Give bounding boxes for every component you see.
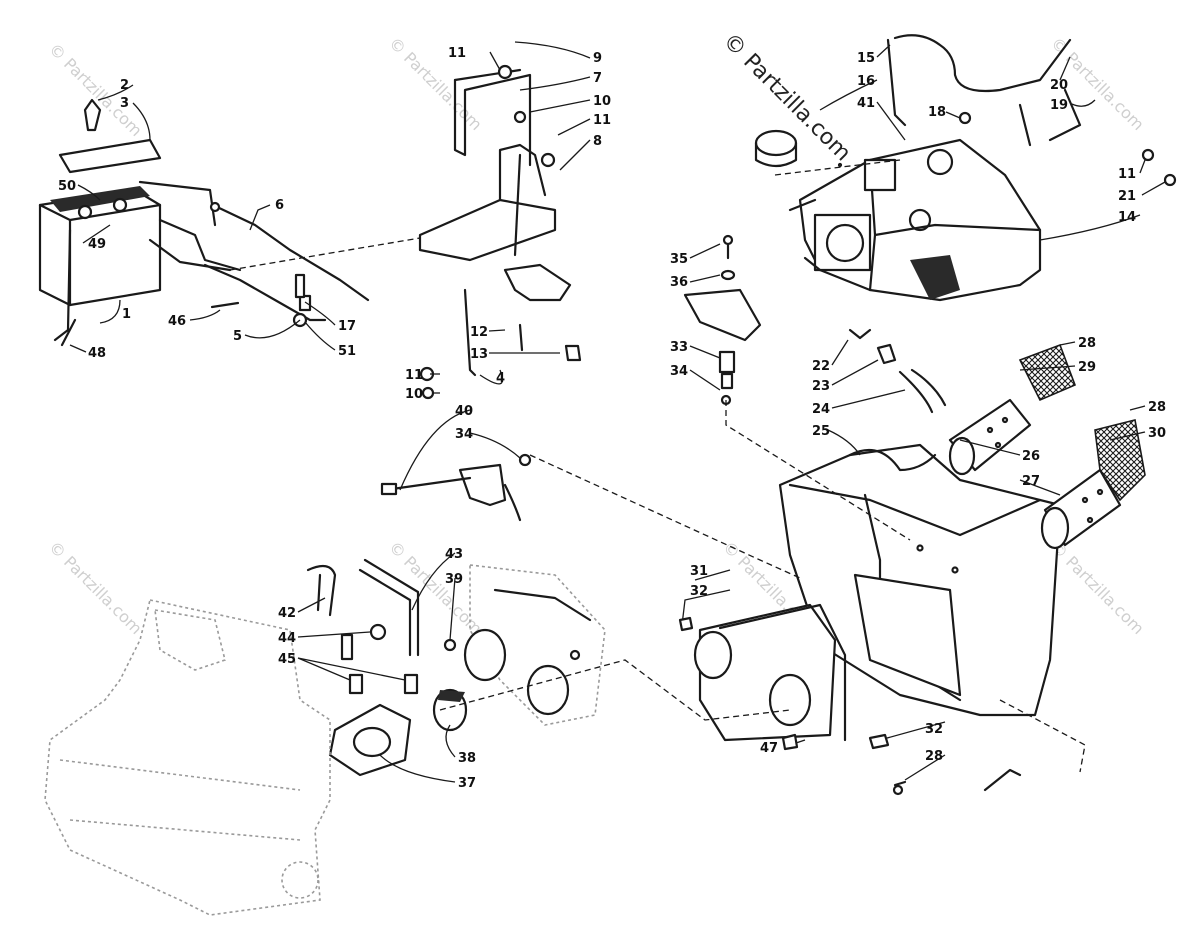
callout-11-c: 11 <box>405 368 423 383</box>
callout-3: 3 <box>120 96 129 111</box>
carb-clamp <box>432 688 468 732</box>
intake-screen-30 <box>1094 419 1146 502</box>
callout-27: 27 <box>1022 474 1040 489</box>
engine-block <box>44 599 331 916</box>
callout-42: 42 <box>278 606 296 621</box>
callout-49: 49 <box>88 237 106 252</box>
callout-34-b: 34 <box>455 427 473 442</box>
bracket-alignment-line <box>229 237 421 271</box>
callout-37: 37 <box>458 776 476 791</box>
carb-flange <box>328 703 412 777</box>
oil-hose-fittings <box>848 328 947 414</box>
callout-12: 12 <box>470 325 488 340</box>
callout-34-a: 34 <box>670 364 688 379</box>
impulse-hoses <box>306 558 457 695</box>
callout-47: 47 <box>760 741 778 756</box>
callout-labels: 1 2 3 50 49 48 46 5 6 17 51 11 9 7 10 11… <box>58 46 1166 791</box>
callout-1: 1 <box>122 307 131 322</box>
carburetor-assembly <box>463 564 606 726</box>
callout-18: 18 <box>928 105 946 120</box>
callout-40: 40 <box>455 404 473 419</box>
callout-11-b: 11 <box>593 113 611 128</box>
alignment-line <box>725 400 911 541</box>
callout-5: 5 <box>233 329 242 344</box>
callout-28-a: 28 <box>1078 336 1096 351</box>
watermark-tile: © Partzilla.com <box>1047 537 1148 638</box>
callout-22: 22 <box>812 359 830 374</box>
air-silencer-box <box>778 443 1062 717</box>
callout-44: 44 <box>278 631 296 646</box>
leader-lines <box>69 41 1166 783</box>
callout-28-b: 28 <box>1148 400 1166 415</box>
callout-21: 21 <box>1118 189 1136 204</box>
callout-11-d: 11 <box>1118 167 1136 182</box>
callout-51: 51 <box>338 344 356 359</box>
battery-bracket <box>418 64 582 400</box>
callout-46: 46 <box>168 314 186 329</box>
callout-23: 23 <box>812 379 830 394</box>
callout-32-a: 32 <box>690 584 708 599</box>
callout-29: 29 <box>1078 360 1096 375</box>
callout-17: 17 <box>338 319 356 334</box>
callout-43: 43 <box>445 547 463 562</box>
callout-13: 13 <box>470 347 488 362</box>
callout-6: 6 <box>275 198 284 213</box>
alignment-line <box>999 699 1086 773</box>
intake-adapter <box>693 603 847 742</box>
watermark-tile: © Partzilla.com <box>385 537 486 638</box>
callout-8: 8 <box>593 134 602 149</box>
callout-50: 50 <box>58 179 76 194</box>
watermark-tile: © Partzilla.com <box>45 537 146 638</box>
callout-24: 24 <box>812 402 830 417</box>
callout-36: 36 <box>670 275 688 290</box>
callout-32-b: 32 <box>925 722 943 737</box>
callout-4: 4 <box>496 371 505 386</box>
callout-48: 48 <box>88 346 106 361</box>
watermark-tile: © Partzilla.com <box>385 33 486 134</box>
callout-11-a: 11 <box>448 46 466 61</box>
callout-38: 38 <box>458 751 476 766</box>
oil-fill-cap <box>754 129 798 168</box>
callout-33: 33 <box>670 340 688 355</box>
callout-28-c: 28 <box>925 749 943 764</box>
callout-10-b: 10 <box>405 387 423 402</box>
alignment-line <box>774 159 901 176</box>
oil-line-fitting <box>886 34 1177 187</box>
battery-cable-assembly <box>203 201 370 328</box>
callout-16: 16 <box>857 74 875 89</box>
battery-assembly <box>38 98 242 347</box>
intake-tube-27 <box>1040 468 1122 550</box>
callout-19: 19 <box>1050 98 1068 113</box>
callout-15: 15 <box>857 51 875 66</box>
callout-9: 9 <box>593 51 602 66</box>
intake-screen-29 <box>1018 343 1077 402</box>
throttle-cable-bracket <box>380 453 532 522</box>
callout-35: 35 <box>670 252 688 267</box>
callout-14: 14 <box>1118 210 1136 225</box>
callout-26: 26 <box>1022 449 1040 464</box>
callout-7: 7 <box>593 71 602 86</box>
alignment-line <box>439 659 791 721</box>
callout-2: 2 <box>120 78 129 93</box>
alignment-line <box>529 454 801 579</box>
intake-tube-26 <box>948 398 1032 476</box>
callout-41: 41 <box>857 96 875 111</box>
callout-25: 25 <box>812 424 830 439</box>
callout-30: 30 <box>1148 426 1166 441</box>
callout-45: 45 <box>278 652 296 667</box>
callout-20: 20 <box>1050 78 1068 93</box>
callout-39: 39 <box>445 572 463 587</box>
mount-hardware-stack <box>683 234 762 406</box>
oil-tank <box>788 138 1042 302</box>
bottom-hardware <box>678 616 1022 796</box>
callout-10-a: 10 <box>593 94 611 109</box>
callout-31: 31 <box>690 564 708 579</box>
